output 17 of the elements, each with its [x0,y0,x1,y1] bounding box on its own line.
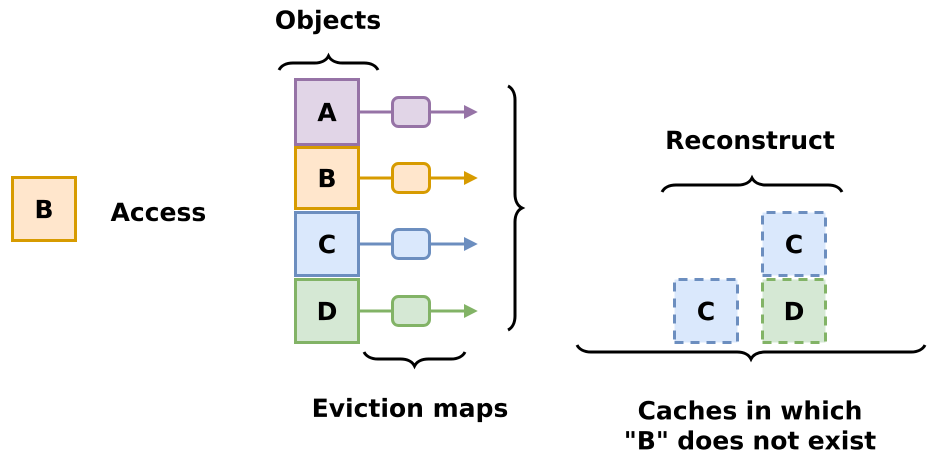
map-box [391,295,431,327]
brace-label: Caches in which "B" does not exist [626,400,876,450]
object-box: A [294,78,360,146]
cache-box: C [673,278,739,344]
object-box: C [294,211,360,277]
object-box: B [294,146,360,210]
object-box: D [294,278,360,344]
cache-box: C [761,211,827,277]
map-box [391,162,431,194]
cache-box: D [761,278,827,344]
map-box [391,228,431,260]
beside-label: Access [110,202,206,222]
brace-label: Objects [276,10,380,34]
map-box [391,96,431,128]
access-box: B [11,176,77,242]
brace-label: Eviction maps [314,398,508,422]
brace-label: Reconstruct [667,130,834,150]
